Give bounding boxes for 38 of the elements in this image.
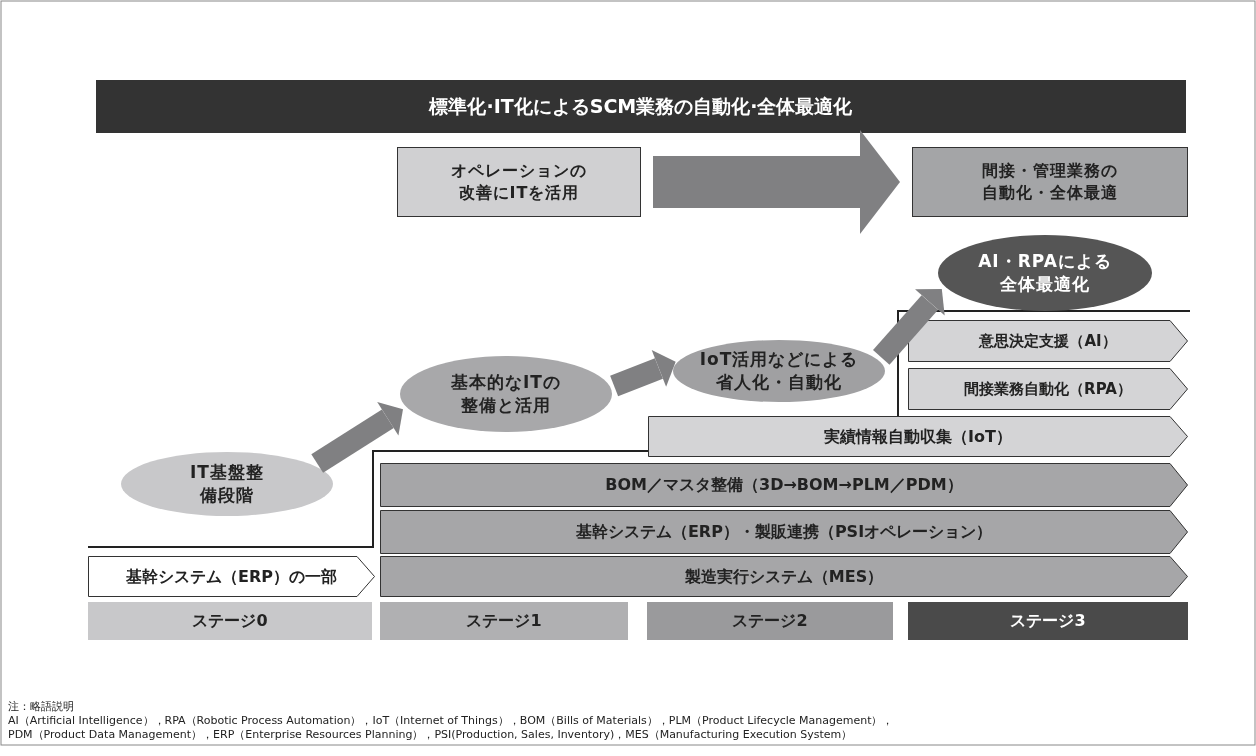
bar-text: 間接業務自動化（RPA）	[964, 378, 1132, 400]
note-text: AI（Artificial Intelligence），RPA（Robotic Process Automation），IoT（Internet of Things），BOM（Bills of Materials），PLM（Product Lifecycle Management）， PDM（Product Data Management），ERP（Enterprise Resources Planning），PSI(Production, Sales, Inventory)，MES（Manufacturing Execution System）	[8, 714, 895, 742]
chevron-bar	[648, 416, 1188, 457]
arrow	[610, 350, 676, 397]
bar-text: BOM／マスタ整備（3D→BOM→PLM／PDM）	[605, 474, 963, 496]
box-text: オペレーションの改善にITを活用	[450, 160, 588, 204]
chevron-bar	[380, 510, 1188, 554]
chevron-bar	[380, 556, 1188, 597]
stage-text: ステージ1	[466, 610, 542, 632]
chevron-bar	[908, 368, 1188, 410]
ellipse-text: 基本的なITの整備と活用	[450, 371, 562, 417]
bar-text: 実績情報自動収集（IoT）	[824, 425, 1012, 448]
stage-bar	[908, 602, 1188, 640]
stage-text: ステージ2	[732, 610, 808, 632]
bar-text: 基幹システム（ERP）・製販連携（PSIオペレーション）	[575, 521, 993, 543]
bar-text: 意思決定支援（AI）	[979, 330, 1117, 352]
text-box	[397, 147, 641, 217]
stage-bar	[88, 602, 372, 640]
stage-bar	[647, 602, 893, 640]
arrow	[653, 130, 900, 234]
box-text: 間接・管理業務の自動化・全体最適	[981, 160, 1119, 204]
note-heading: 注：略語説明	[8, 700, 75, 714]
chevron-bar	[88, 556, 375, 597]
stage-text: ステージ0	[192, 610, 268, 632]
ellipse-text: AI・RPAによる全体最適化	[977, 250, 1113, 296]
stage-bar	[380, 602, 628, 640]
stage-text: ステージ3	[1010, 610, 1086, 632]
banner-text: 標準化·IT化によるSCM業務の自動化·全体最適化	[429, 93, 853, 119]
chevron-bar	[380, 463, 1188, 507]
ellipse-text: IoT活用などによる省人化・自動化	[698, 348, 860, 394]
text-box	[912, 147, 1188, 217]
bar-text: 製造実行システム（MES）	[684, 565, 884, 588]
arrow	[873, 289, 945, 365]
arrow	[311, 402, 403, 473]
ellipse-text: IT基盤整備段階	[189, 461, 265, 507]
chevron-bar	[908, 320, 1188, 362]
heading-banner	[96, 80, 1186, 133]
bar-text: 基幹システム（ERP）の一部	[126, 565, 337, 588]
